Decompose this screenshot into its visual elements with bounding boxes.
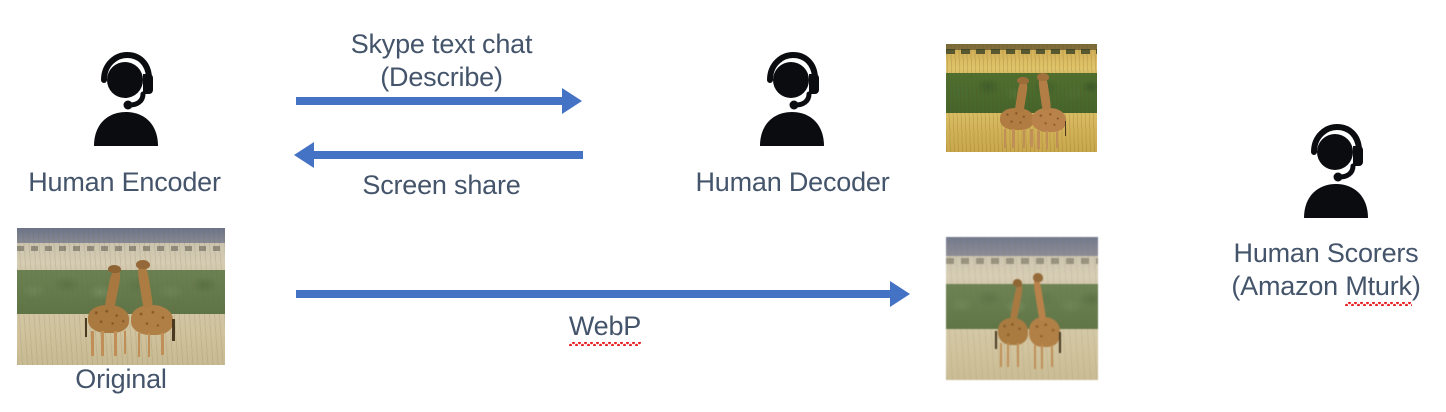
giraffe-left (84, 264, 138, 356)
describe-arrow (296, 88, 584, 114)
giraffe-leg (1016, 343, 1019, 368)
photo-sky (17, 228, 225, 246)
describe-arrow-label-line2: (Describe) (380, 62, 503, 92)
arrow-shaft (296, 290, 892, 298)
giraffe-head (108, 264, 122, 274)
giraffe-spots (1032, 107, 1066, 132)
giraffe-right (1025, 273, 1066, 369)
giraffe-head (1033, 273, 1044, 283)
webp-output-image (946, 237, 1098, 380)
screen-share-arrow-label: Screen share (362, 170, 521, 200)
scorers-label-close: ) (1411, 271, 1421, 301)
giraffe-spots (1000, 107, 1034, 131)
giraffe-leg (1029, 129, 1033, 147)
giraffe-right (125, 259, 181, 358)
scorers-label-open: (Amazon (1231, 271, 1346, 301)
giraffe-leg (1037, 130, 1041, 150)
giraffe-right (1028, 72, 1073, 150)
original-image-caption: Original (75, 364, 167, 394)
giraffe-leg (137, 332, 141, 358)
giraffe-left (997, 76, 1042, 148)
giraffe-body (130, 304, 174, 335)
giraffe-body (1000, 107, 1034, 131)
giraffe-leg (147, 332, 151, 358)
giraffe-head (1037, 72, 1050, 81)
photo-grass-texture (17, 228, 225, 365)
scorers-label-line1: Human Scorers (1233, 238, 1419, 268)
giraffe-tail (1064, 120, 1067, 137)
giraffe-spots (130, 304, 174, 335)
giraffe-leg (1034, 344, 1037, 369)
giraffe-body (87, 304, 129, 333)
giraffe-tail (84, 318, 87, 338)
giraffe-left (995, 278, 1035, 368)
giraffe-leg (100, 331, 104, 356)
arrow-shaft (296, 97, 564, 105)
headset-person-icon-decoder (752, 50, 832, 146)
giraffe-leg (161, 332, 164, 356)
giraffe-leg (1003, 129, 1007, 148)
giraffe-neck (1032, 278, 1047, 322)
original-image (17, 228, 225, 365)
scorers-label-line2: (Amazon Mturk) (1206, 270, 1446, 306)
giraffe-head (136, 259, 150, 269)
photo-grass-texture (946, 237, 1098, 380)
scorers-label-misspelled-word: Mturk (1345, 271, 1412, 306)
screen-share-arrow (294, 142, 584, 168)
giraffe-leg (91, 331, 94, 356)
photo-far-treeline (17, 245, 225, 251)
giraffe-leg (1041, 344, 1044, 369)
webp-arrow-label: WebP (568, 311, 642, 346)
giraffe-neck (1009, 283, 1024, 323)
giraffe-leg (1055, 130, 1059, 148)
giraffe-leg (113, 331, 117, 356)
giraffe-body (1032, 107, 1066, 132)
photo-sky (946, 237, 1098, 260)
headset-person-icon-scorers (1296, 122, 1376, 218)
photo-far-treeline (946, 258, 1098, 265)
webp-arrow (296, 281, 912, 307)
giraffe-leg (1045, 130, 1049, 150)
giraffe-neck (136, 264, 154, 309)
encoder-label: Human Encoder (28, 167, 221, 197)
webp-arrow-label-wrap: WebP (460, 310, 750, 346)
decoder-output-image (946, 44, 1097, 152)
giraffe-body (1029, 317, 1061, 347)
giraffe-spots (87, 304, 129, 333)
giraffe-head (1017, 76, 1030, 85)
giraffe-spots (997, 317, 1028, 345)
arrow-shaft (313, 151, 583, 159)
giraffe-leg (1011, 129, 1015, 148)
photo-far-treeline (946, 49, 1097, 54)
giraffe-body (997, 317, 1028, 345)
giraffe-leg (1000, 343, 1003, 368)
arrow-head (562, 88, 582, 114)
arrow-head (890, 281, 910, 307)
giraffe-spots (1029, 317, 1061, 347)
giraffe-leg (1022, 129, 1026, 148)
giraffe-tail (172, 319, 175, 341)
describe-arrow-label-line1: Skype text chat (350, 29, 533, 59)
giraffe-leg (1007, 343, 1010, 368)
giraffe-tail (995, 330, 997, 350)
headset-person-icon-encoder (86, 50, 166, 146)
giraffe-tail (1059, 331, 1062, 353)
arrow-head (294, 142, 314, 168)
giraffe-head (1012, 278, 1023, 287)
decoder-label: Human Decoder (695, 167, 890, 197)
giraffe-neck (1037, 75, 1052, 112)
giraffe-neck (104, 269, 122, 310)
giraffe-leg (123, 331, 127, 355)
giraffe-leg (1051, 344, 1054, 368)
